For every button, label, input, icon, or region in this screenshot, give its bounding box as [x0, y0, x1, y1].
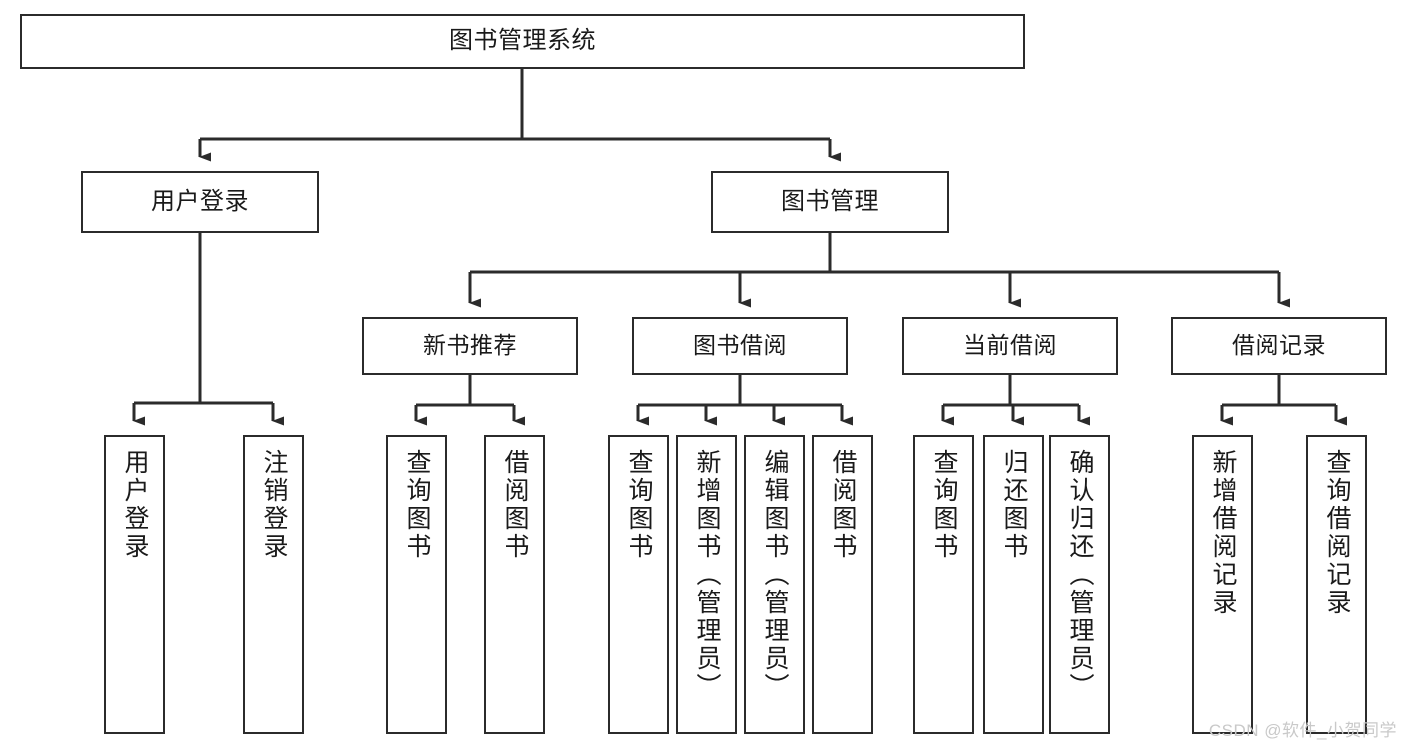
node-leaf-borrow-book-1-label: 借阅图书 [501, 449, 529, 561]
node-leaf-query-book-3-label: 查询图书 [930, 449, 958, 561]
node-book-manage[interactable]: 图书管理 [711, 171, 949, 233]
node-user-login-label: 用户登录 [151, 187, 249, 215]
node-current-borrow-label: 当前借阅 [963, 332, 1057, 359]
node-leaf-borrow-book-1[interactable]: 借阅图书 [484, 435, 545, 734]
node-root-label: 图书管理系统 [449, 27, 596, 55]
node-leaf-query-book-2[interactable]: 查询图书 [608, 435, 669, 734]
node-leaf-return-book[interactable]: 归还图书 [983, 435, 1044, 734]
edges-root-to-level2 [198, 69, 841, 162]
edges-bookmanage-to-level3 [468, 233, 1290, 308]
node-leaf-user-login[interactable]: 用户登录 [104, 435, 165, 734]
node-leaf-add-record-label: 新增借阅记录 [1209, 449, 1237, 617]
node-leaf-query-record-label: 查询借阅记录 [1323, 449, 1351, 617]
node-leaf-borrow-book-2-label: 借阅图书 [829, 449, 857, 561]
node-leaf-confirm-return[interactable]: 确认归还（管理员） [1049, 435, 1110, 734]
node-leaf-edit-book-label: 编辑图书（管理员） [761, 449, 789, 701]
node-leaf-query-book-1-label: 查询图书 [403, 449, 431, 561]
node-leaf-logout-label: 注销登录 [260, 449, 288, 561]
node-borrow-record-label: 借阅记录 [1232, 332, 1326, 359]
node-leaf-query-book-1[interactable]: 查询图书 [386, 435, 447, 734]
node-user-login[interactable]: 用户登录 [81, 171, 319, 233]
node-leaf-add-book-label: 新增图书（管理员） [693, 449, 721, 701]
edges-newbookrec-to-leaves [414, 375, 525, 426]
node-leaf-edit-book[interactable]: 编辑图书（管理员） [744, 435, 805, 734]
node-leaf-return-book-label: 归还图书 [1000, 449, 1028, 561]
node-current-borrow[interactable]: 当前借阅 [902, 317, 1118, 375]
node-root[interactable]: 图书管理系统 [20, 14, 1025, 69]
node-borrow-record[interactable]: 借阅记录 [1171, 317, 1387, 375]
node-leaf-confirm-return-label: 确认归还（管理员） [1066, 449, 1094, 701]
edges-currentborrow-to-leaves [941, 375, 1090, 426]
edges-borrowrecord-to-leaves [1220, 375, 1347, 426]
node-leaf-query-book-2-label: 查询图书 [625, 449, 653, 561]
node-leaf-add-book[interactable]: 新增图书（管理员） [676, 435, 737, 734]
node-leaf-user-login-label: 用户登录 [121, 449, 149, 561]
node-leaf-logout[interactable]: 注销登录 [243, 435, 304, 734]
node-leaf-query-book-3[interactable]: 查询图书 [913, 435, 974, 734]
edges-bookborrow-to-leaves [636, 375, 853, 426]
node-new-book-rec-label: 新书推荐 [423, 332, 517, 359]
node-book-borrow-label: 图书借阅 [693, 332, 787, 359]
node-book-borrow[interactable]: 图书借阅 [632, 317, 848, 375]
node-book-manage-label: 图书管理 [781, 187, 879, 215]
edges-userlogin-to-leaves [132, 233, 284, 426]
node-leaf-borrow-book-2[interactable]: 借阅图书 [812, 435, 873, 734]
node-new-book-rec[interactable]: 新书推荐 [362, 317, 578, 375]
node-leaf-add-record[interactable]: 新增借阅记录 [1192, 435, 1253, 734]
node-leaf-query-record[interactable]: 查询借阅记录 [1306, 435, 1367, 734]
